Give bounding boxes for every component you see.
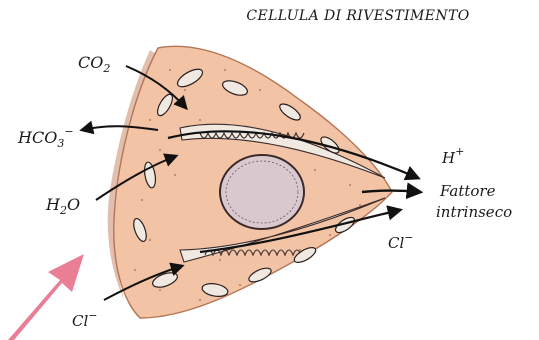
label-h2o: H2O bbox=[45, 195, 80, 217]
nucleus bbox=[220, 155, 304, 229]
label-cl-out: Cl− bbox=[388, 231, 414, 252]
label-cl-in: Cl− bbox=[72, 309, 98, 330]
label-fattore: Fattore bbox=[439, 182, 496, 200]
label-intrinseco: intrinseco bbox=[436, 203, 512, 221]
label-h-plus: H+ bbox=[441, 145, 464, 167]
label-co2: CO2 bbox=[78, 53, 110, 75]
diagram-title: CELLULA DI RIVESTIMENTO bbox=[246, 8, 469, 24]
label-hco3: HCO3− bbox=[17, 125, 74, 150]
